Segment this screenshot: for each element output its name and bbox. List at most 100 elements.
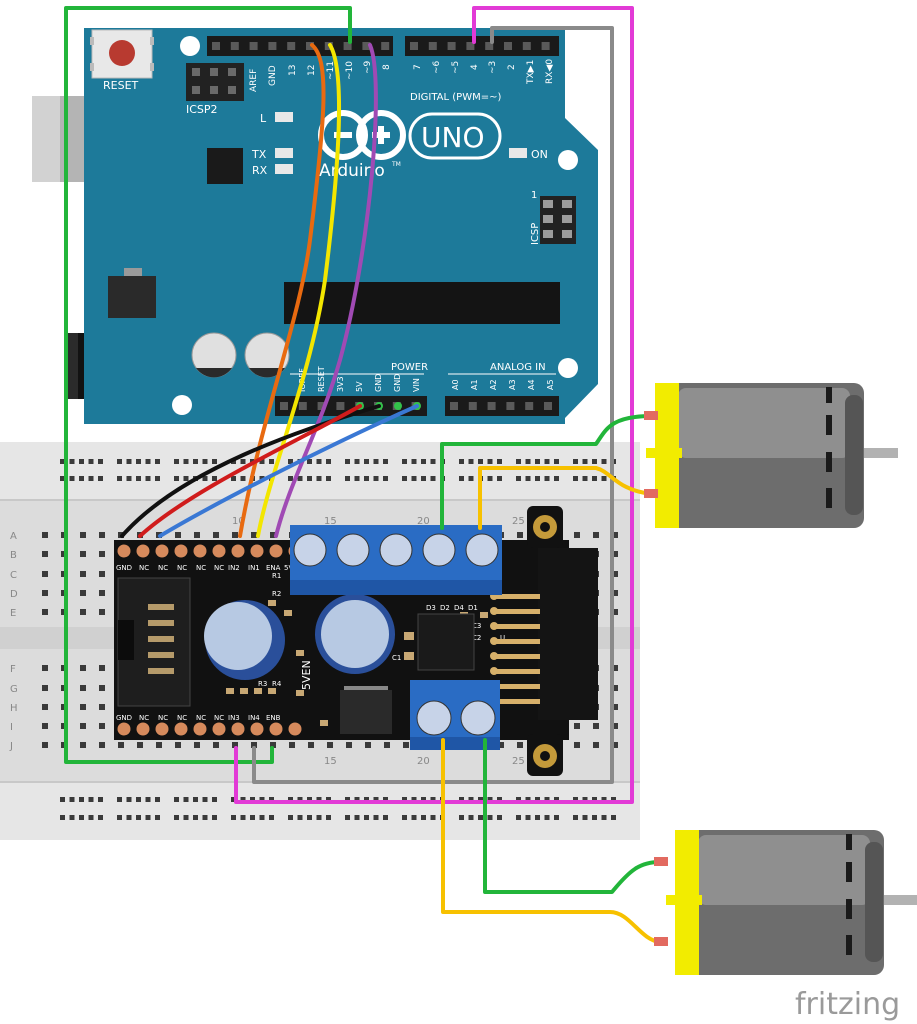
capacitor bbox=[244, 332, 290, 378]
rail-hole bbox=[117, 476, 122, 481]
pin-label: 2 bbox=[507, 64, 517, 70]
rail-hole bbox=[307, 459, 312, 464]
rail-hole bbox=[478, 459, 483, 464]
col-number-top: 10 bbox=[232, 516, 245, 527]
driver-pin-label: GND bbox=[116, 564, 132, 572]
regulator bbox=[340, 686, 392, 734]
breadboard-hole bbox=[42, 723, 48, 729]
rail-hole bbox=[288, 476, 293, 481]
driver-pin-label: ENA bbox=[266, 564, 281, 572]
power-label: POWER bbox=[391, 362, 428, 373]
rail-hole bbox=[240, 815, 246, 820]
rail-hole bbox=[269, 459, 274, 464]
breadboard-hole bbox=[498, 742, 504, 748]
breadboard-hole bbox=[80, 704, 86, 710]
dc-motor-1 bbox=[644, 383, 898, 528]
analog-pin-label: A4 bbox=[527, 379, 536, 390]
driver-pin-label: ENB bbox=[266, 714, 281, 722]
chip-pin-pad bbox=[490, 637, 498, 645]
row-letter: E bbox=[10, 608, 16, 619]
rail-hole bbox=[259, 459, 265, 464]
col-number-bottom: 15 bbox=[324, 756, 337, 767]
rail-hole bbox=[544, 459, 550, 464]
pin-label: ~11 bbox=[326, 61, 336, 80]
rail-hole bbox=[326, 476, 331, 481]
driver-pin-pad bbox=[155, 722, 169, 736]
rail-hole bbox=[231, 797, 236, 802]
col-number-top: 20 bbox=[417, 516, 430, 527]
rail-hole bbox=[212, 815, 217, 820]
rail-hole bbox=[316, 476, 322, 481]
rail-hole bbox=[535, 797, 540, 802]
driver-pin-pad bbox=[117, 544, 131, 558]
breadboard-hole bbox=[80, 571, 86, 577]
rail-hole bbox=[79, 815, 84, 820]
rail-hole bbox=[69, 797, 75, 802]
rail-hole bbox=[402, 476, 407, 481]
breadboard-hole bbox=[99, 590, 105, 596]
rail-hole bbox=[459, 459, 464, 464]
rail-hole bbox=[554, 459, 559, 464]
part-label: D4 bbox=[454, 604, 464, 612]
led-on: ON bbox=[509, 148, 548, 161]
tx-label: TX bbox=[251, 148, 267, 161]
rail-hole bbox=[316, 459, 322, 464]
rail-hole bbox=[535, 815, 540, 820]
driver-pin-label: NC bbox=[139, 564, 149, 572]
analog-pin-label: A0 bbox=[451, 379, 460, 390]
rail-hole bbox=[250, 797, 255, 802]
rail-hole bbox=[345, 797, 350, 802]
mounting-pad bbox=[527, 506, 563, 548]
reset-button: RESET bbox=[90, 29, 154, 92]
rail-hole bbox=[554, 815, 559, 820]
chip-pin bbox=[496, 594, 540, 599]
driver-pin-pad bbox=[193, 722, 207, 736]
digital-label: DIGITAL (PWM=~) bbox=[410, 92, 501, 103]
rail-hole bbox=[582, 815, 588, 820]
analog-header bbox=[445, 396, 559, 416]
analog-pin-label: A5 bbox=[546, 379, 555, 390]
rail-hole bbox=[126, 815, 132, 820]
mounting-hole bbox=[172, 395, 192, 415]
arduino-pcb bbox=[84, 28, 598, 424]
driver-pin-pad bbox=[174, 722, 188, 736]
rail-hole bbox=[326, 797, 331, 802]
chip-pin bbox=[496, 699, 540, 704]
breadboard-hole bbox=[137, 742, 143, 748]
rail-hole bbox=[297, 476, 303, 481]
rail-hole bbox=[98, 476, 103, 481]
rail-hole bbox=[383, 459, 388, 464]
rail-hole bbox=[69, 476, 75, 481]
breadboard-hole bbox=[593, 532, 599, 538]
analog-pin-label: A1 bbox=[470, 379, 479, 390]
rail-hole bbox=[202, 459, 208, 464]
electrolytic-capacitor bbox=[204, 600, 285, 680]
rail-hole bbox=[183, 815, 189, 820]
driver-pin-pad bbox=[117, 722, 131, 736]
rail-hole bbox=[544, 797, 550, 802]
rail-hole bbox=[288, 459, 293, 464]
rail-hole bbox=[145, 797, 151, 802]
breadboard-hole bbox=[612, 742, 618, 748]
driver-bottom-pin-labels: GND NC NC NC NC NC IN3 IN4 ENB bbox=[116, 714, 281, 722]
header-pin bbox=[522, 42, 531, 50]
rail-hole bbox=[525, 459, 531, 464]
rail-hole bbox=[525, 815, 531, 820]
rx-label: RX bbox=[252, 164, 268, 177]
row-letters-left: A B C D E F G H I J bbox=[9, 531, 18, 752]
part-label: C1 bbox=[392, 654, 401, 662]
motor1-green-wire bbox=[440, 414, 654, 530]
header-pin bbox=[336, 402, 345, 410]
breadboard-hole bbox=[80, 609, 86, 615]
chip-pin bbox=[496, 669, 540, 674]
l-label: L bbox=[260, 112, 267, 125]
breadboard-hole bbox=[80, 551, 86, 557]
purple-wire bbox=[274, 43, 378, 538]
row-letter: H bbox=[10, 703, 18, 714]
led-rx: RX bbox=[252, 164, 293, 177]
rail-hole bbox=[601, 459, 607, 464]
row-letter: B bbox=[10, 550, 17, 561]
rail-hole bbox=[288, 815, 293, 820]
rail-hole bbox=[183, 476, 189, 481]
